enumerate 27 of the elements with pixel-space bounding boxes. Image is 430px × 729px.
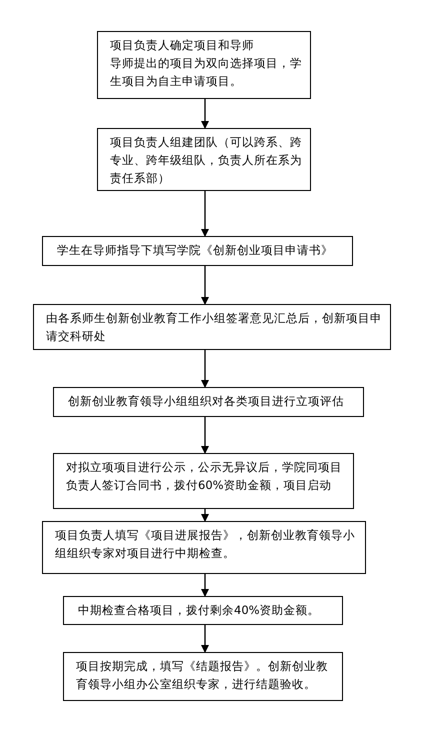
step-text: 学生在导师指导下填写学院《创新创业项目申请书》 <box>57 242 334 259</box>
arrow <box>201 417 209 454</box>
process-box <box>33 304 391 350</box>
arrow <box>201 266 209 305</box>
process-box <box>42 521 366 574</box>
arrow <box>201 625 209 653</box>
step-text: 项目负责人组建团队（可以跨系、跨专业、跨年级组队，负责人所在系为责任系部） <box>110 134 302 187</box>
step-text: 由各系师生创新创业教育工作小组签署意见汇总后，创新项目申请交科研处 <box>46 310 382 345</box>
arrow <box>201 191 209 237</box>
process-box <box>97 128 311 191</box>
process-box <box>53 453 354 509</box>
process-box <box>63 596 343 625</box>
process-box <box>97 31 311 99</box>
step-text: 项目按期完成，填写《结题报告》。创新创业教育领导小组办公室组织专家，进行结题验收。 <box>76 658 329 693</box>
process-box <box>63 652 343 701</box>
step-text: 对拟立项项目进行公示，公示无异议后，学院同项目负责人签订合同书，拨付60%资助金额，项目启动 <box>66 459 343 494</box>
step-text: 创新创业教育领导小组组织对各类项目进行立项评估 <box>68 393 345 410</box>
step-text: 中期检查合格项目，拨付剩余40%资助金额。 <box>78 602 321 619</box>
step-text: 项目负责人填写《项目进展报告》，创新创业教育领导小组组织专家对项目进行中期检查。 <box>55 527 356 562</box>
step-text: 项目负责人确定项目和导师 <box>110 37 255 54</box>
arrow <box>201 350 209 388</box>
arrow <box>201 509 209 522</box>
arrow <box>201 99 209 129</box>
step-text: 导师提出的项目为双向选择项目，学生项目为自主申请项目。 <box>110 55 302 90</box>
process-box <box>42 236 353 266</box>
arrow <box>201 574 209 597</box>
process-box <box>53 387 364 417</box>
